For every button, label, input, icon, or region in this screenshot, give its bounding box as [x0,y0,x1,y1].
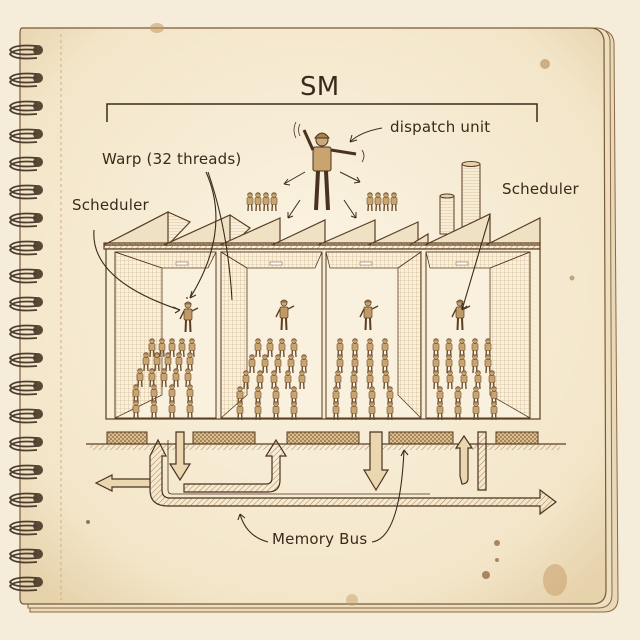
scheduler-label-right: Scheduler [502,180,579,198]
room-1 [114,251,217,419]
sm-bracket [106,103,538,122]
room-2 [219,251,323,419]
stain [543,564,567,596]
factory-roof [103,211,541,250]
dispatch-unit-figure [293,121,365,211]
diagram-title: SM [300,72,340,102]
scheduler-label-left: Scheduler [72,196,149,214]
dispatch-arrows [283,127,383,219]
dispatch-unit-label: dispatch unit [390,118,491,136]
smokestacks [439,161,481,235]
spiral-binding [8,44,44,592]
annotation-leaders [93,171,491,543]
warp-label: Warp (32 threads) [102,150,242,168]
stain [150,23,164,33]
memory-bus-label: Memory Bus [272,530,368,548]
stain [540,59,550,69]
memory-bus-arrows [94,431,557,516]
